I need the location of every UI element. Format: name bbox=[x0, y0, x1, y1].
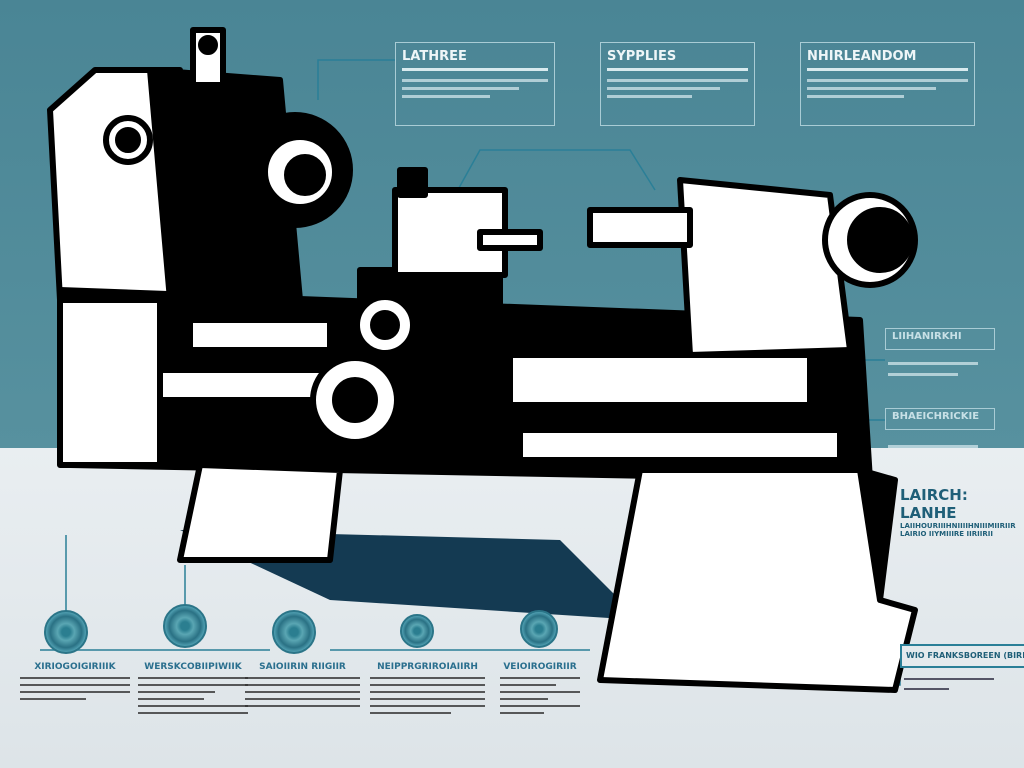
feature-circle-3 bbox=[272, 610, 316, 654]
info-card-right-1: LIIHANIRKHI bbox=[885, 328, 995, 350]
feature-column-3: SAIOIIRIN RIIGIIR bbox=[245, 662, 360, 712]
card-title: LATHREE bbox=[402, 49, 467, 64]
column-title: SAIOIIRIN RIIGIIR bbox=[259, 662, 346, 672]
feature-circle-4 bbox=[400, 614, 434, 648]
feature-column-1: XIRIOGOIGIRIIIK bbox=[20, 662, 130, 705]
column-title: NEIPPRGRIROIAIIRH bbox=[377, 662, 478, 672]
main-label: LAIRCH: LANHE LAIIHOURIIIHNIIIIHNIIIMIIR… bbox=[900, 486, 1024, 538]
card-title: NHIRLEANDOM bbox=[807, 49, 917, 64]
card-title: BHAEICHRICKIE bbox=[892, 411, 980, 422]
feature-column-4: NEIPPRGRIROIAIIRH bbox=[370, 662, 485, 719]
main-label-line: LAIRIO IIYMIIIRE IIRIIRII bbox=[900, 530, 993, 538]
info-card-2: SYPPLIES bbox=[600, 42, 755, 126]
info-card-1: LATHREE bbox=[395, 42, 555, 126]
main-label-title: LAIRCH: LANHE bbox=[900, 486, 968, 522]
feature-circle-1 bbox=[44, 610, 88, 654]
info-card-3: NHIRLEANDOM bbox=[800, 42, 975, 126]
feature-column-5: VEIOIROGIRIIR bbox=[500, 662, 580, 719]
bottom-right-box: WIO FRANKSBOREEN (BIRITYAW bbox=[900, 644, 1024, 668]
card-title: SYPPLIES bbox=[607, 49, 677, 64]
card-title: LIIHANIRKHI bbox=[892, 331, 962, 342]
column-title: WERSKCOBIIPIWIIK bbox=[144, 662, 242, 672]
column-title: VEIOIROGIRIIR bbox=[503, 662, 577, 672]
feature-column-2: WERSKCOBIIPIWIIK bbox=[138, 662, 248, 719]
main-label-line: LAIIHOURIIIHNIIIIHNIIIMIIRIIR bbox=[900, 522, 1016, 530]
info-card-right-2: BHAEICHRICKIE bbox=[885, 408, 995, 430]
bottom-right-title: WIO FRANKSBOREEN (BIRITYAW bbox=[906, 651, 1024, 660]
feature-circle-2 bbox=[163, 604, 207, 648]
column-title: XIRIOGOIGIRIIIK bbox=[34, 662, 116, 672]
feature-circle-5 bbox=[520, 610, 558, 648]
